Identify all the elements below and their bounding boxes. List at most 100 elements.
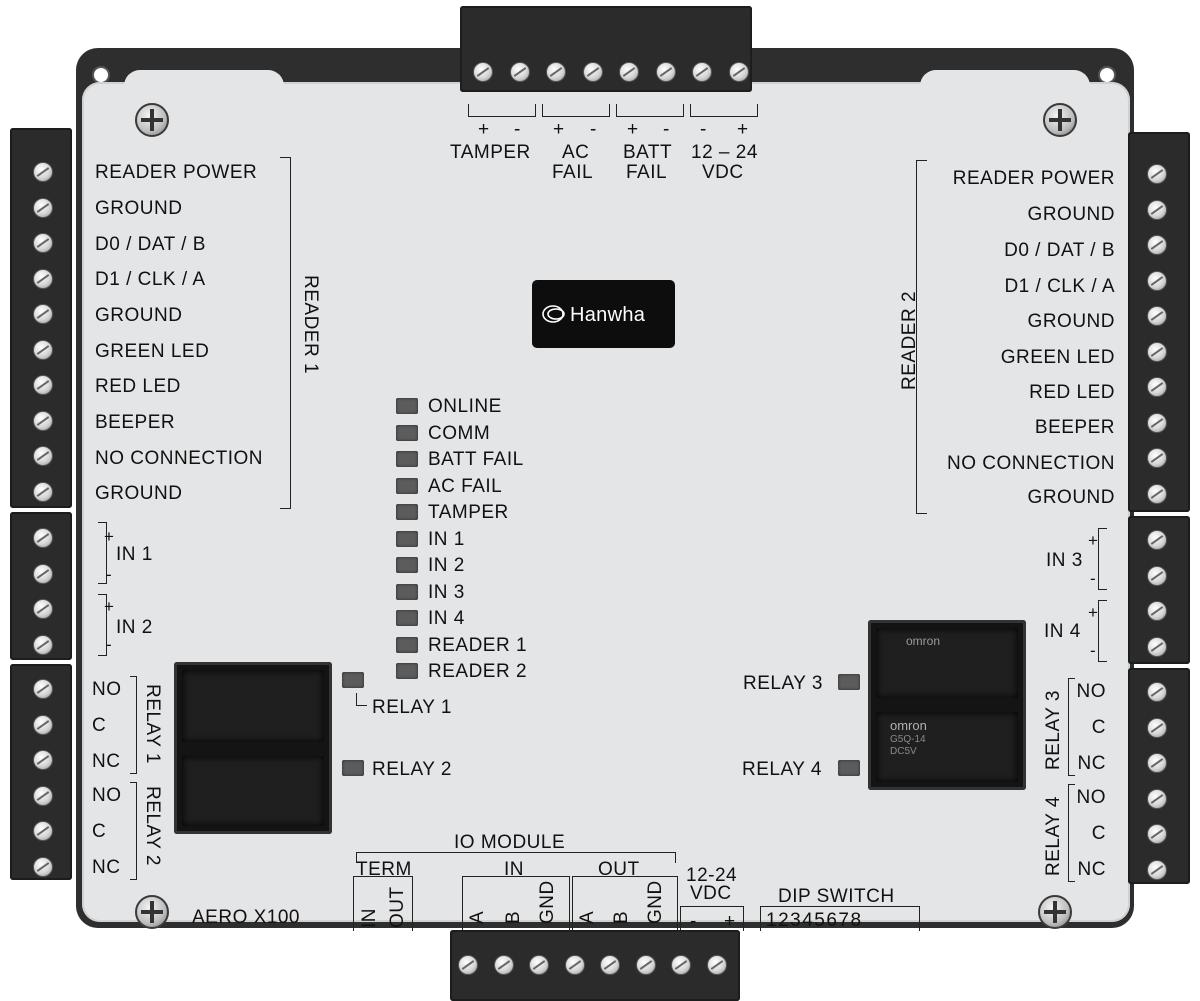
in1-minus: -	[106, 565, 113, 584]
status-led-label: READER 1	[428, 634, 528, 656]
terminal-screw-icon[interactable]	[33, 339, 53, 360]
terminal-screw-icon[interactable]	[33, 785, 53, 806]
relay3-term-title: RELAY 3	[1043, 690, 1064, 770]
terminal-screw-icon[interactable]	[1147, 530, 1167, 550]
terminal-screw-icon[interactable]	[1147, 199, 1167, 220]
terminal-screw-icon[interactable]	[546, 62, 566, 82]
terminal-screw-icon[interactable]	[564, 955, 585, 975]
in2-plus: +	[104, 597, 115, 616]
relay2-led	[342, 760, 364, 776]
top-polarity-mark: -	[700, 119, 707, 140]
in4-minus: -	[1090, 641, 1097, 660]
terminal-screw-icon[interactable]	[1147, 306, 1167, 326]
terminal-screw-icon[interactable]	[1147, 753, 1167, 773]
terminal-screw-icon[interactable]	[1147, 601, 1167, 621]
terminal-screw-icon[interactable]	[1147, 636, 1167, 657]
terminal-screw-icon[interactable]	[529, 955, 549, 975]
term-box	[353, 876, 413, 931]
terminal-screw-icon[interactable]	[509, 62, 530, 82]
terminal-screw-icon[interactable]	[33, 599, 53, 619]
terminal-screw-icon[interactable]	[1147, 483, 1167, 504]
in2-bracket	[98, 594, 107, 656]
terminal-screw-icon[interactable]	[33, 197, 53, 218]
terminal-screw-icon[interactable]	[1147, 164, 1167, 184]
terminal-screw-icon[interactable]	[33, 856, 53, 877]
terminal-screw-icon[interactable]	[33, 750, 53, 770]
terminal-screw-icon[interactable]	[1147, 377, 1167, 397]
terminal-screw-icon[interactable]	[635, 955, 656, 975]
terminal-screw-icon[interactable]	[671, 955, 691, 975]
terminal-screw-icon[interactable]	[33, 375, 53, 395]
status-led	[396, 398, 418, 414]
status-led	[396, 663, 418, 679]
terminal-screw-icon[interactable]	[33, 446, 53, 466]
terminal-screw-icon[interactable]	[33, 563, 53, 584]
terminal-screw-icon[interactable]	[33, 233, 53, 253]
terminal-screw-icon[interactable]	[33, 304, 53, 324]
reader1-pin-label: GREEN LED	[95, 341, 210, 362]
status-led-label: READER 2	[428, 661, 528, 682]
terminal-screw-icon[interactable]	[706, 955, 727, 975]
term-in-label: IN	[359, 908, 380, 928]
relay3-term-bracket	[1068, 678, 1075, 776]
terminal-screw-icon[interactable]	[1147, 824, 1167, 844]
terminal-screw-icon[interactable]	[1147, 235, 1167, 255]
dip-switch-box[interactable]	[760, 906, 920, 931]
ac-fail-label-2: FAIL	[552, 162, 594, 183]
io-out-b: B	[611, 910, 632, 924]
terminal-screw-icon[interactable]	[582, 62, 603, 82]
reader1-pin-label: GROUND	[95, 305, 183, 326]
terminal-screw-icon[interactable]	[1147, 270, 1167, 291]
io-out-title: OUT	[598, 859, 640, 880]
in4-bracket	[1098, 600, 1107, 662]
terminal-screw-icon[interactable]	[33, 714, 53, 735]
terminal-screw-icon[interactable]	[692, 62, 712, 82]
terminal-screw-icon[interactable]	[1147, 682, 1167, 702]
reader1-pin-label: BEEPER	[95, 412, 176, 433]
left-terminal-block-relays[interactable]	[10, 664, 72, 880]
io-module-bracket	[356, 852, 676, 863]
terminal-screw-icon[interactable]	[33, 821, 53, 841]
right-terminal-block-relays[interactable]	[1128, 668, 1190, 884]
io-in-b: B	[503, 910, 524, 924]
in3-minus: -	[1090, 569, 1097, 588]
reader2-pin-label: D1 / CLK / A	[1004, 276, 1115, 297]
terminal-screw-icon[interactable]	[1147, 717, 1167, 738]
terminal-screw-icon[interactable]	[619, 62, 639, 82]
terminal-screw-icon[interactable]	[473, 62, 493, 82]
terminal-screw-icon[interactable]	[33, 679, 53, 699]
terminal-screw-icon[interactable]	[600, 955, 620, 975]
status-led	[396, 636, 418, 653]
reader2-bracket	[916, 160, 927, 514]
terminal-screw-icon[interactable]	[1147, 565, 1167, 586]
terminal-screw-icon[interactable]	[33, 528, 53, 548]
relay-1-body	[182, 670, 324, 742]
terminal-screw-icon[interactable]	[1147, 788, 1167, 809]
status-led-label: IN 1	[428, 528, 465, 550]
terminal-screw-icon[interactable]	[458, 955, 478, 975]
terminal-screw-icon[interactable]	[1147, 412, 1167, 433]
batt-fail-label-2: FAIL	[626, 162, 668, 183]
terminal-screw-icon[interactable]	[493, 955, 514, 975]
reader1-pin-label: GROUND	[95, 198, 183, 219]
relay-2-body	[182, 756, 324, 826]
terminal-screw-icon[interactable]	[1147, 448, 1167, 468]
terminal-screw-icon[interactable]	[33, 634, 53, 655]
batt-fail-label-1: BATT	[623, 142, 673, 163]
terminal-screw-icon[interactable]	[33, 268, 53, 289]
terminal-screw-icon[interactable]	[33, 481, 53, 502]
reader2-pin-label: GROUND	[1027, 311, 1115, 332]
mount-screw-icon	[135, 103, 169, 137]
terminal-screw-icon[interactable]	[33, 410, 53, 431]
terminal-screw-icon[interactable]	[1147, 859, 1167, 880]
relay2-led-label: RELAY 2	[372, 759, 452, 780]
terminal-screw-icon[interactable]	[1147, 341, 1167, 362]
terminal-screw-icon[interactable]	[655, 62, 676, 82]
terminal-screw-icon[interactable]	[728, 62, 749, 82]
vdc-label-2: VDC	[702, 162, 744, 183]
term-out-label: OUT	[387, 886, 408, 928]
terminal-screw-icon[interactable]	[33, 162, 53, 182]
dip-switch-title: DIP SWITCH	[778, 886, 895, 907]
top-polarity-mark: +	[627, 119, 639, 140]
top-polarity-mark: -	[514, 119, 521, 140]
